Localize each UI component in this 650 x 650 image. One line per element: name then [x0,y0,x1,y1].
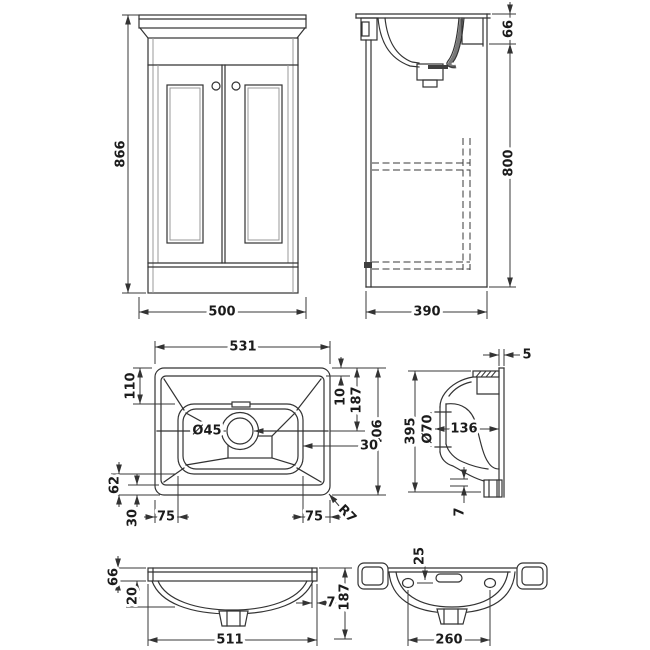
fixing-lug-left [357,562,389,590]
dim-vanity-height: 866 [114,140,129,167]
dim-basin-front-width: 511 [216,633,243,648]
fixing-lug-right [516,562,548,590]
dim-basin-rim: 66 [502,20,517,38]
vanity-front-view: 866 500 [111,14,307,323]
section-hatch [475,370,497,378]
waste-boss [483,479,503,498]
bowl-front-outer [151,580,314,615]
dim-110: 110 [124,372,139,399]
dim-depth: 390 [413,305,440,320]
waste-spigot [218,610,249,627]
dim-187: 187 [350,386,365,413]
door-left-panel [166,84,204,244]
dim-30-side: 30 [360,439,378,454]
basin-underside-view: 25 260 [357,544,548,650]
worktop-moulding [139,27,306,39]
dim-base-7: 7 [453,507,468,516]
dim-apron-20: 20 [126,587,141,605]
vanity-side-view: 66 800 390 [355,2,520,323]
bowl-outer-bottom [439,451,485,482]
fixing-hole-right [483,577,497,589]
back-ledge [461,17,484,45]
dim-30-front: 30 [126,509,141,527]
wall-bracket [360,17,378,41]
overflow-slot [231,401,251,408]
basin-rim-band [147,567,318,582]
dim-10: 10 [334,388,349,406]
dim-basin-width: 531 [229,340,256,355]
cabinet-outline [147,37,299,294]
fixing-hole-left [401,577,415,589]
radius-leader [328,493,341,508]
dim-bowl-136: 136 [450,422,477,437]
bowl-inner [182,408,299,470]
worktop-edge [138,14,307,29]
overflow-slot-under [435,573,463,583]
dim-wall-5: 5 [522,348,531,363]
basin-section-view: 5 395 Ø70 136 7 [401,345,535,520]
waste-flange [428,65,448,69]
dim-vanity-width: 500 [208,305,235,320]
dim-basin-front-height: 187 [338,583,353,610]
dim-75-right: 75 [305,510,323,525]
knob-right [231,81,241,91]
dim-hole-offset-25: 25 [413,547,428,565]
dim-basin-depth: 406 [371,419,386,446]
dim-basin-height: 395 [404,417,419,444]
door-right-panel [244,84,283,244]
dim-fixing-centres: 260 [435,633,462,648]
tap-hole [226,417,254,445]
knob-left [211,81,221,91]
dim-62: 62 [108,476,123,494]
dim-tap-hole: Ø45 [192,424,221,439]
waste-spigot-under [436,608,468,625]
hinge-plate [364,262,372,268]
basin-front-view: 66 20 511 7 187 [104,556,356,650]
bowl-profile-outer [377,17,420,68]
dim-overflow-dia: Ø70 [421,414,436,443]
rim-roll [439,376,474,408]
dim-edge-7: 7 [326,596,335,611]
dim-rim-66: 66 [107,568,122,586]
basin-plan-view: 531 110 10 187 406 30 62 30 75 [105,337,389,531]
bowl-front-inner [157,580,308,611]
bowl-inner-profile [445,403,500,470]
dim-cabinet-height: 800 [502,149,517,176]
dim-75-left: 75 [157,510,175,525]
